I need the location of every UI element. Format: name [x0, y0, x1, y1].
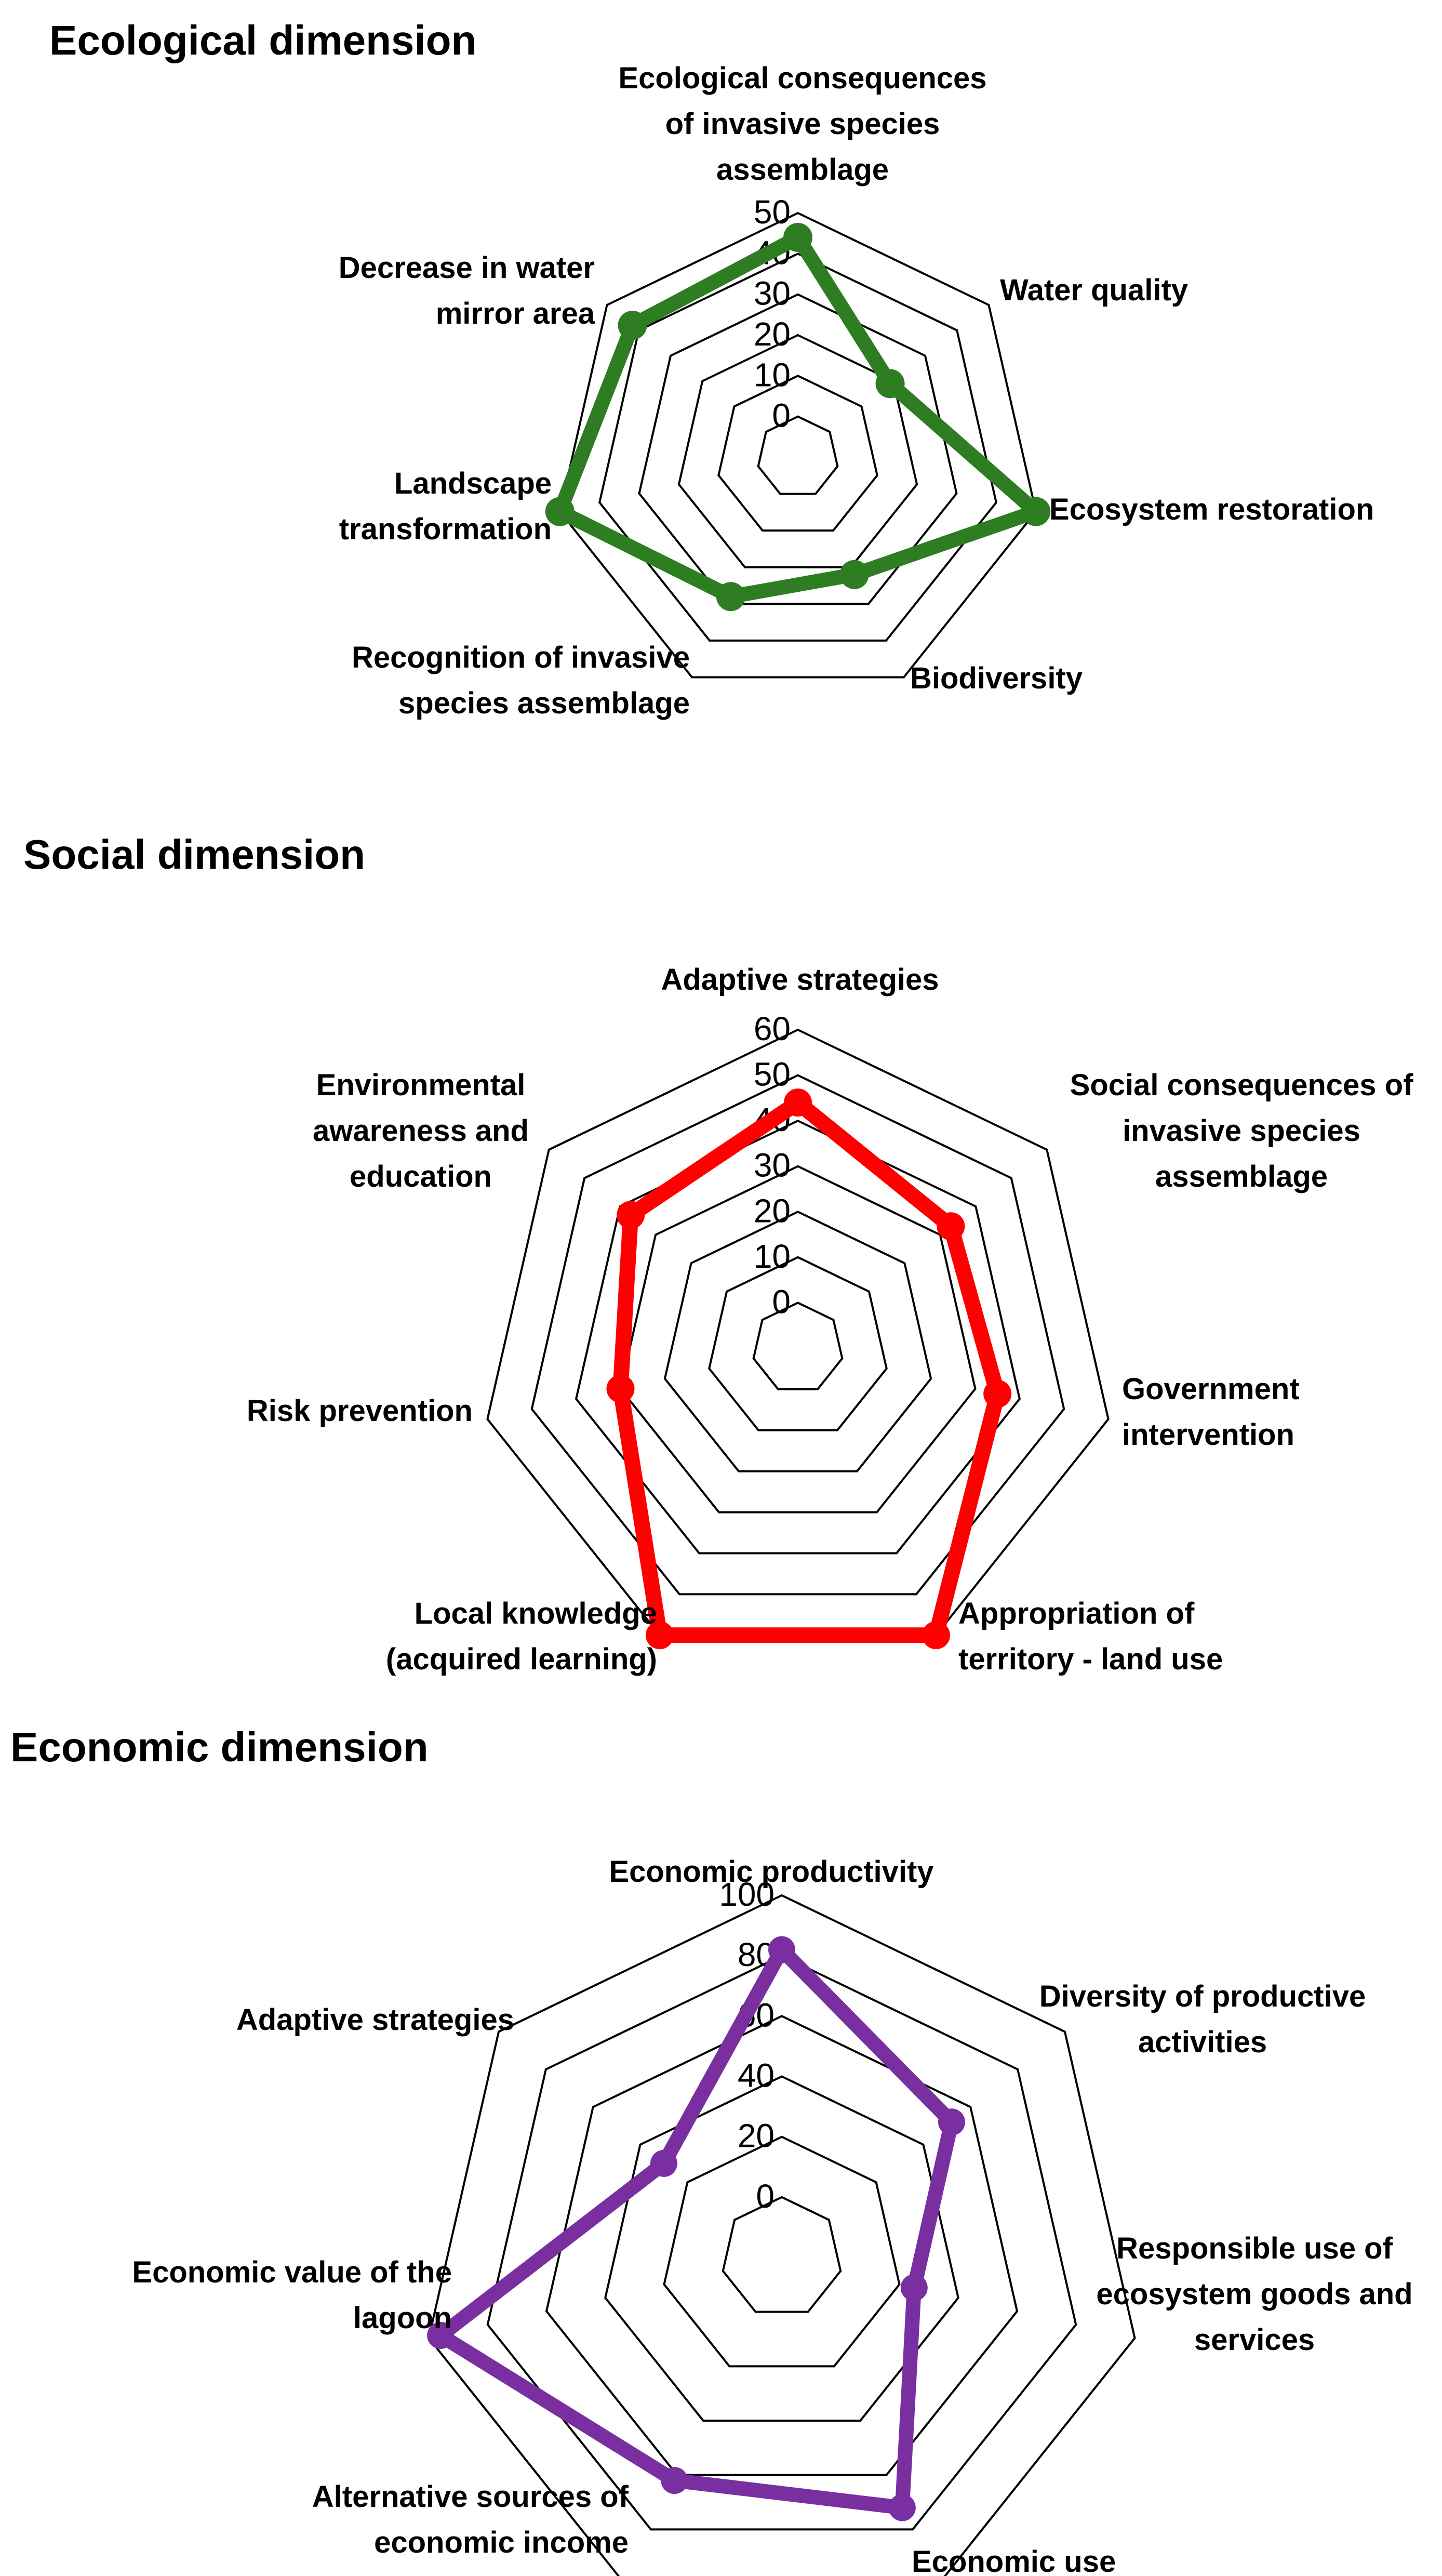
- data-point: [618, 311, 647, 340]
- grid-ring: [708, 1256, 888, 1431]
- grid-ring: [428, 1894, 1136, 2576]
- grid-ring: [663, 2135, 901, 2368]
- axis-label: Biodiversity: [910, 661, 1083, 695]
- grid-ring: [575, 1119, 1021, 1555]
- chart-title: Social dimension: [23, 831, 365, 878]
- tick-label: 20: [754, 315, 791, 353]
- data-point: [983, 1379, 1012, 1408]
- data-point: [545, 497, 575, 526]
- data-point: [937, 1212, 965, 1241]
- data-point: [427, 2321, 455, 2349]
- data-point: [888, 2494, 916, 2521]
- chart-title: Ecological dimension: [49, 17, 476, 63]
- data-point: [1021, 497, 1051, 526]
- series-line: [612, 1095, 1006, 1643]
- tick-label: 0: [772, 397, 791, 434]
- grid-ring: [598, 253, 998, 642]
- grid-ring: [757, 415, 839, 495]
- data-point: [839, 560, 869, 589]
- tick-label: 50: [754, 1056, 791, 1093]
- grid-ring: [717, 375, 878, 532]
- axis-label: Adaptive strategies: [236, 2003, 514, 2037]
- grid-ring: [752, 1302, 844, 1390]
- tick-label: 30: [754, 1147, 791, 1184]
- grid-ring: [722, 2196, 842, 2313]
- series-line: [552, 230, 1044, 604]
- axis-label: Water quality: [1000, 273, 1188, 307]
- grid-ring: [619, 1165, 977, 1513]
- tick-label: 10: [754, 356, 791, 393]
- grid-ring: [558, 211, 1037, 679]
- tick-label: 100: [719, 1876, 775, 1913]
- grid-ring: [530, 1074, 1065, 1596]
- data-point: [716, 582, 745, 612]
- grid-ring: [545, 2015, 1019, 2476]
- grid-ring: [663, 1211, 932, 1472]
- tick-label: 50: [754, 193, 791, 231]
- axis-label: Local knowledge(acquired learning): [386, 1597, 657, 1676]
- axis-label: Risk prevention: [247, 1394, 473, 1428]
- data-point: [606, 1374, 635, 1403]
- axis-label: Economic use: [912, 2545, 1116, 2576]
- tick-label: 20: [754, 1192, 791, 1229]
- data-point: [650, 2149, 677, 2177]
- data-point: [875, 369, 905, 399]
- tick-label: 30: [754, 275, 791, 312]
- series-line: [433, 1942, 959, 2515]
- tick-label: 10: [754, 1238, 791, 1275]
- tick-label: 40: [738, 2057, 775, 2094]
- grid-ring: [486, 1954, 1077, 2531]
- data-point: [783, 223, 812, 252]
- data-point: [768, 1936, 795, 1963]
- data-point: [922, 1621, 950, 1650]
- grid-ring: [604, 2075, 959, 2422]
- axis-label: Adaptive strategies: [661, 963, 939, 997]
- grid-ring: [638, 293, 958, 605]
- data-point: [617, 1201, 645, 1229]
- data-point: [661, 2467, 688, 2494]
- tick-label: 0: [756, 2177, 775, 2215]
- data-point: [900, 2274, 928, 2302]
- axis-label: Economic productivity: [609, 1855, 933, 1889]
- economic-radar-chart: Economic dimension 020406080100Economic …: [10, 1724, 1413, 2576]
- data-point: [784, 1088, 812, 1117]
- tick-label: 0: [772, 1283, 791, 1320]
- data-point: [646, 1621, 674, 1650]
- axis-label: Ecosystem restoration: [1049, 493, 1374, 526]
- tick-label: 20: [738, 2117, 775, 2155]
- chart-title: Economic dimension: [10, 1724, 429, 1770]
- ecological-radar-chart: Ecological dimension 01020304050Ecologic…: [49, 17, 1374, 720]
- data-point: [938, 2108, 965, 2136]
- tick-label: 60: [754, 1010, 791, 1047]
